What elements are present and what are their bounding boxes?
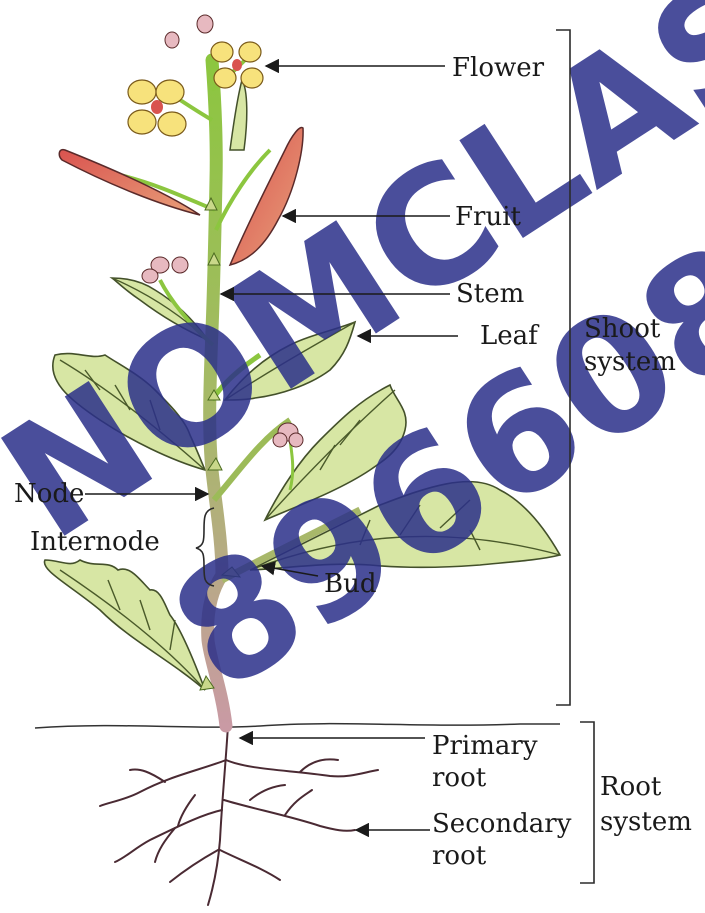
- watermark: NOMCLASS 8966085418: [0, 0, 705, 760]
- label-bud: Bud: [324, 569, 377, 599]
- flower-buds-middle: [142, 257, 188, 283]
- label-root-system-line1: Root: [600, 772, 662, 802]
- label-stem: Stem: [456, 279, 524, 309]
- label-primary-root-line2: root: [432, 763, 487, 793]
- label-shoot-system-line2: system: [584, 347, 676, 377]
- flower-buds-top: [165, 15, 213, 48]
- root-system-bracket: [580, 722, 594, 883]
- flower-left: [128, 80, 186, 136]
- label-flower: Flower: [452, 53, 545, 83]
- label-internode: Internode: [30, 527, 160, 557]
- label-fruit: Fruit: [455, 202, 522, 232]
- root-system-drawing: [100, 725, 378, 905]
- fruit-pod-top: [230, 80, 247, 150]
- fruit-pod-left: [59, 150, 200, 215]
- label-root-system-line2: system: [600, 807, 692, 837]
- label-node: Node: [14, 479, 84, 509]
- label-shoot-system-line1: Shoot: [584, 314, 661, 344]
- label-secondary-root-line1: Secondary: [432, 809, 572, 839]
- ground-line: [35, 724, 560, 728]
- label-secondary-root-line2: root: [432, 841, 487, 871]
- label-leaf: Leaf: [480, 321, 540, 351]
- label-primary-root-line1: Primary: [432, 731, 538, 761]
